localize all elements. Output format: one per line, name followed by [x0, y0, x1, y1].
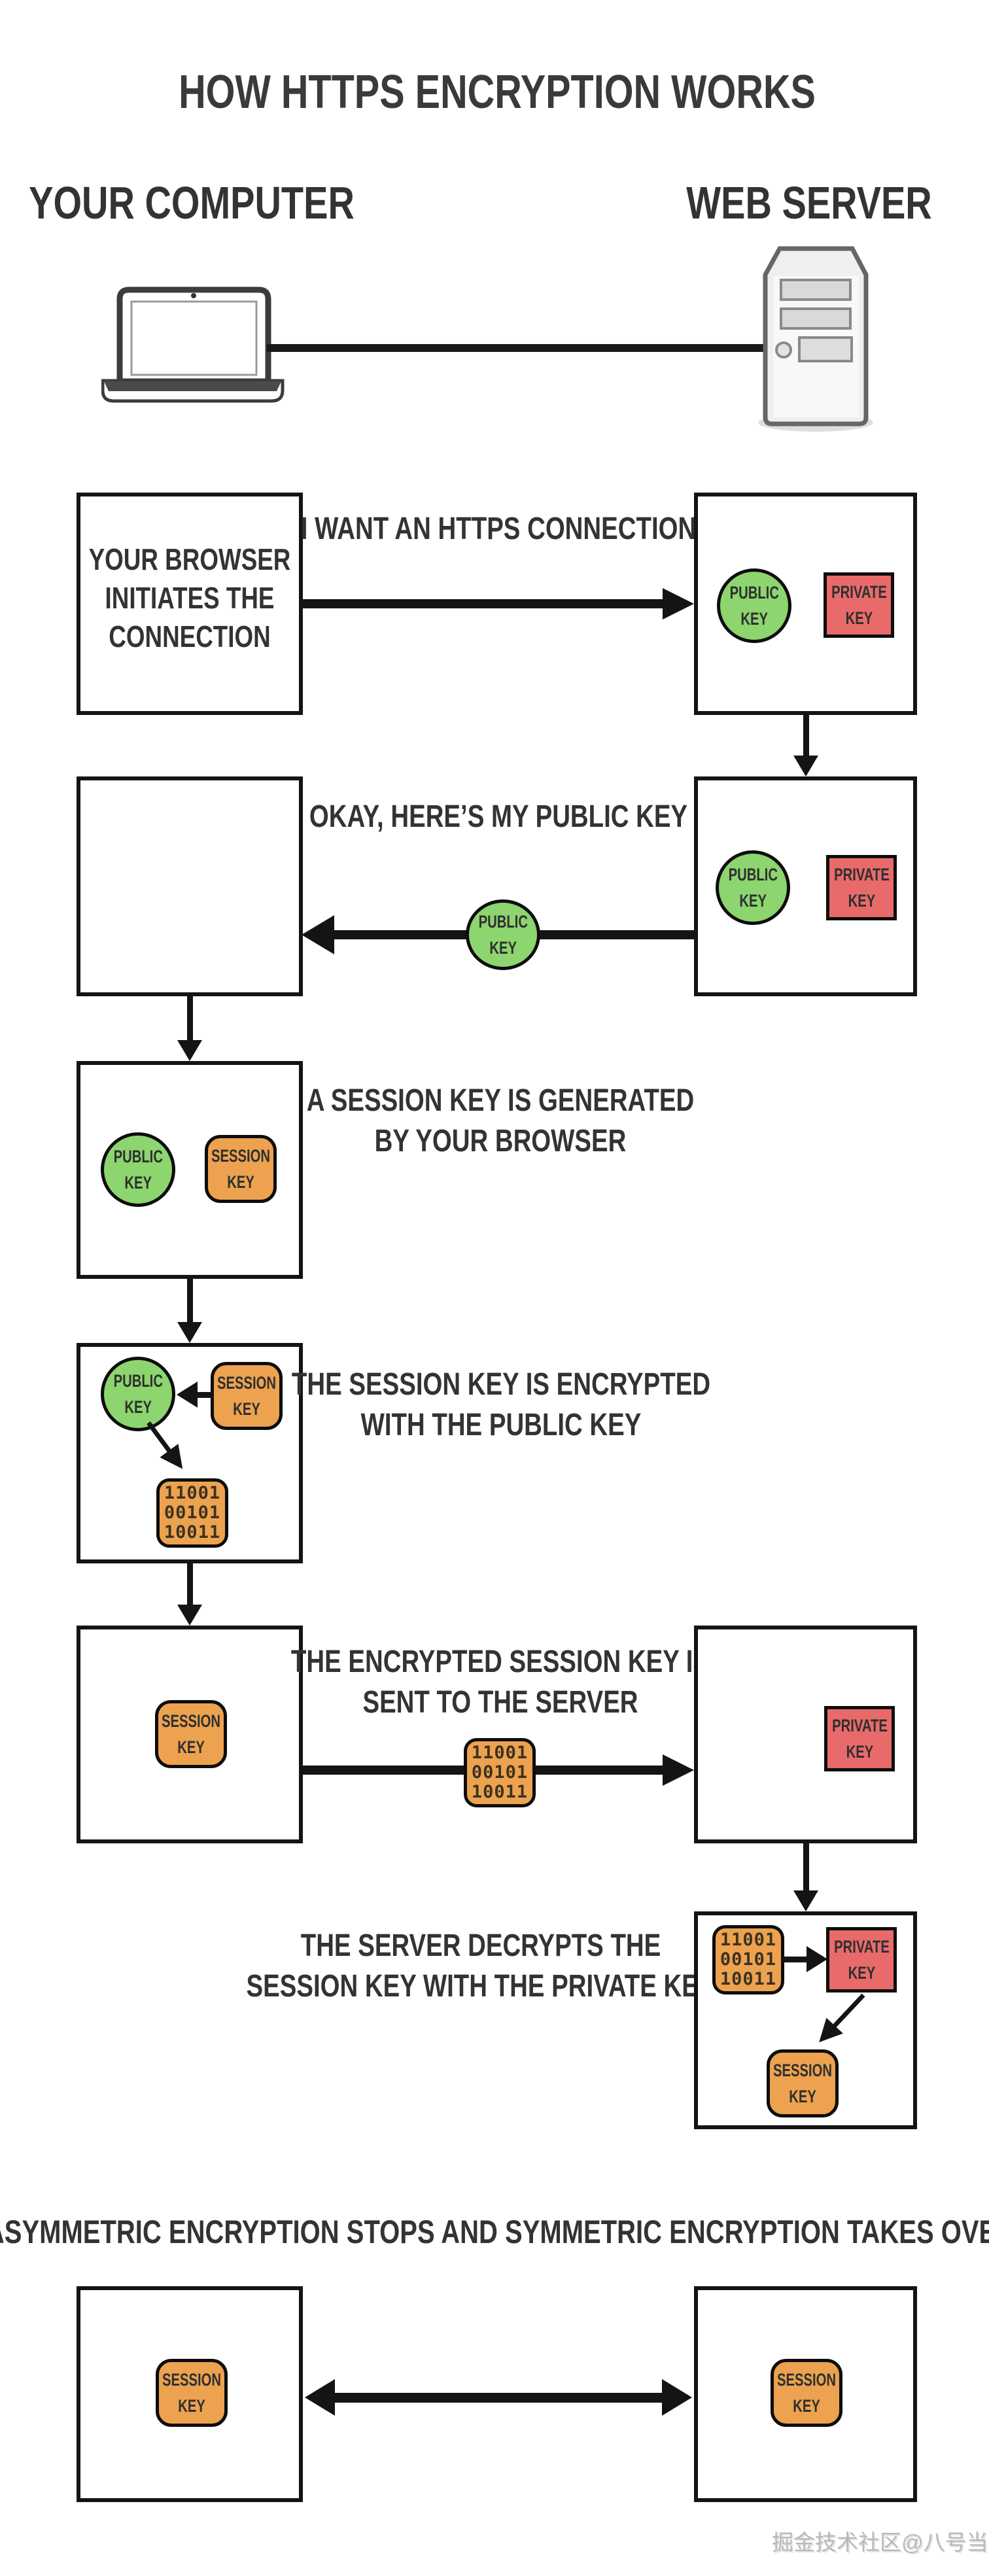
- encrypted-session-key-badge: 11001 00101 10011: [712, 1925, 784, 1994]
- step1-arrow-right-icon: [663, 588, 694, 619]
- step1-down-arrow-icon: [793, 756, 818, 776]
- footer-arrow-right-icon: [662, 2379, 692, 2416]
- private-key-badge: PRIVATE KEY: [824, 1706, 895, 1771]
- session-key-badge: SESSION KEY: [771, 2359, 842, 2427]
- footer-heading: ASYMMETRIC ENCRYPTION STOPS AND SYMMETRI…: [0, 2214, 989, 2250]
- public-key-badge: PUBLIC KEY: [101, 1132, 175, 1207]
- step1-down-arrow-line: [803, 715, 809, 756]
- session-key-badge: SESSION KEY: [767, 2049, 839, 2117]
- step6-message: THE SERVER DECRYPTS THE SESSION KEY WITH…: [246, 1928, 716, 2004]
- public-key-badge: PUBLIC KEY: [717, 568, 791, 643]
- step2-down-arrow-icon: [177, 1040, 202, 1061]
- watermark: 掘金技术社区@八号当铺: [772, 2530, 989, 2554]
- public-key-badge: PUBLIC KEY: [101, 1357, 175, 1431]
- step6-decrypt-arrow-line: [783, 1957, 807, 1962]
- step2-arrow-left-icon: [302, 915, 334, 954]
- server-icon: [759, 246, 873, 432]
- step4-diagonal-arrow-icon: [147, 1421, 183, 1469]
- encrypted-session-key-badge: 11001 00101 10011: [156, 1478, 228, 1548]
- session-key-badge: SESSION KEY: [155, 1700, 227, 1768]
- step2-message: OKAY, HERE’S MY PUBLIC KEY: [309, 799, 688, 834]
- step6-decrypt-arrow-right-icon: [807, 1946, 827, 1972]
- step3-down-arrow-line: [187, 1279, 193, 1322]
- step3-down-arrow-icon: [177, 1322, 202, 1343]
- session-key-badge: SESSION KEY: [156, 2359, 228, 2427]
- public-key-badge: PUBLIC KEY: [716, 850, 790, 925]
- step6-diagonal-arrow-icon: [819, 1993, 865, 2043]
- laptop-icon: [101, 287, 285, 403]
- page-title: HOW HTTPS ENCRYPTION WORKS: [179, 66, 816, 118]
- step2-down-arrow-line: [187, 996, 193, 1040]
- network-line: [267, 344, 765, 352]
- footer-double-arrow-line: [327, 2393, 662, 2403]
- step4-down-arrow-icon: [177, 1605, 202, 1626]
- step1-message: I WANT AN HTTPS CONNECTION: [300, 512, 697, 546]
- actor-label-your-computer: YOUR COMPUTER: [29, 177, 355, 228]
- private-key-badge: PRIVATE KEY: [824, 572, 894, 638]
- private-key-badge: PRIVATE KEY: [826, 855, 897, 920]
- step3-message: A SESSION KEY IS GENERATED BY YOUR BROWS…: [306, 1083, 695, 1158]
- step1-browser-box-text: YOUR BROWSER INITIATES THE CONNECTION: [88, 542, 291, 653]
- public-key-badge: PUBLIC KEY: [466, 899, 540, 970]
- step1-browser-box: [77, 493, 303, 715]
- encrypted-session-key-badge: 11001 00101 10011: [464, 1738, 536, 1807]
- session-key-badge: SESSION KEY: [211, 1362, 283, 1430]
- step5-message: THE ENCRYPTED SESSION KEY IS SENT TO THE…: [290, 1645, 710, 1720]
- step5-down-arrow-line: [803, 1843, 809, 1890]
- step4-down-arrow-line: [187, 1563, 193, 1605]
- session-key-badge: SESSION KEY: [205, 1135, 277, 1203]
- step5-arrow-right-icon: [663, 1754, 694, 1786]
- actor-label-web-server: WEB SERVER: [686, 177, 932, 228]
- private-key-badge: PRIVATE KEY: [826, 1927, 897, 1993]
- footer-arrow-left-icon: [305, 2379, 335, 2416]
- step4-message: THE SESSION KEY IS ENCRYPTED WITH THE PU…: [291, 1367, 711, 1442]
- step1-arrow-line: [302, 599, 665, 608]
- step4-encrypt-arrow-left-icon: [177, 1382, 198, 1408]
- step5-down-arrow-icon: [793, 1890, 818, 1911]
- step2-browser-box: [77, 776, 303, 996]
- step4-encrypt-arrow-line: [196, 1392, 214, 1398]
